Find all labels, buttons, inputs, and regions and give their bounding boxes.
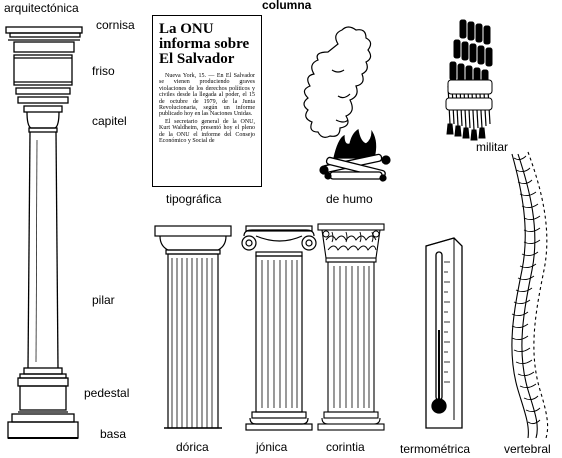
newspaper-paragraph: Nueva York, 15. — En El Salvador se vien…	[159, 73, 255, 118]
newspaper-body: Nueva York, 15. — En El Salvador se vien…	[159, 73, 255, 144]
label-termometrica: termométrica	[400, 442, 471, 456]
label-cornisa: cornisa	[96, 18, 135, 32]
label-militar: militar	[476, 140, 508, 154]
newspaper-paragraph: El secretario general de la ONU, Kurt Wa…	[159, 118, 255, 145]
label-friso: friso	[92, 64, 115, 78]
label-basa: basa	[100, 427, 127, 441]
label-tipografica: tipográfica	[166, 192, 222, 206]
label-vertebral: vertebral	[504, 442, 551, 456]
label-dorica: dórica	[176, 440, 209, 454]
label-jonica: jónica	[256, 440, 288, 454]
label-de-humo: de humo	[326, 192, 373, 206]
newspaper-clipping: La ONU informa sobre El Salvador Nueva Y…	[152, 15, 262, 187]
label-corintia: corintia	[326, 440, 365, 454]
label-arquitectonica: arquitectónica	[4, 1, 79, 15]
label-pedestal: pedestal	[84, 386, 130, 400]
label-capitel: capitel	[92, 114, 127, 128]
newspaper-headline: La ONU informa sobre El Salvador	[159, 21, 250, 67]
title-columna: columna	[262, 0, 312, 12]
label-pilar: pilar	[92, 293, 115, 307]
